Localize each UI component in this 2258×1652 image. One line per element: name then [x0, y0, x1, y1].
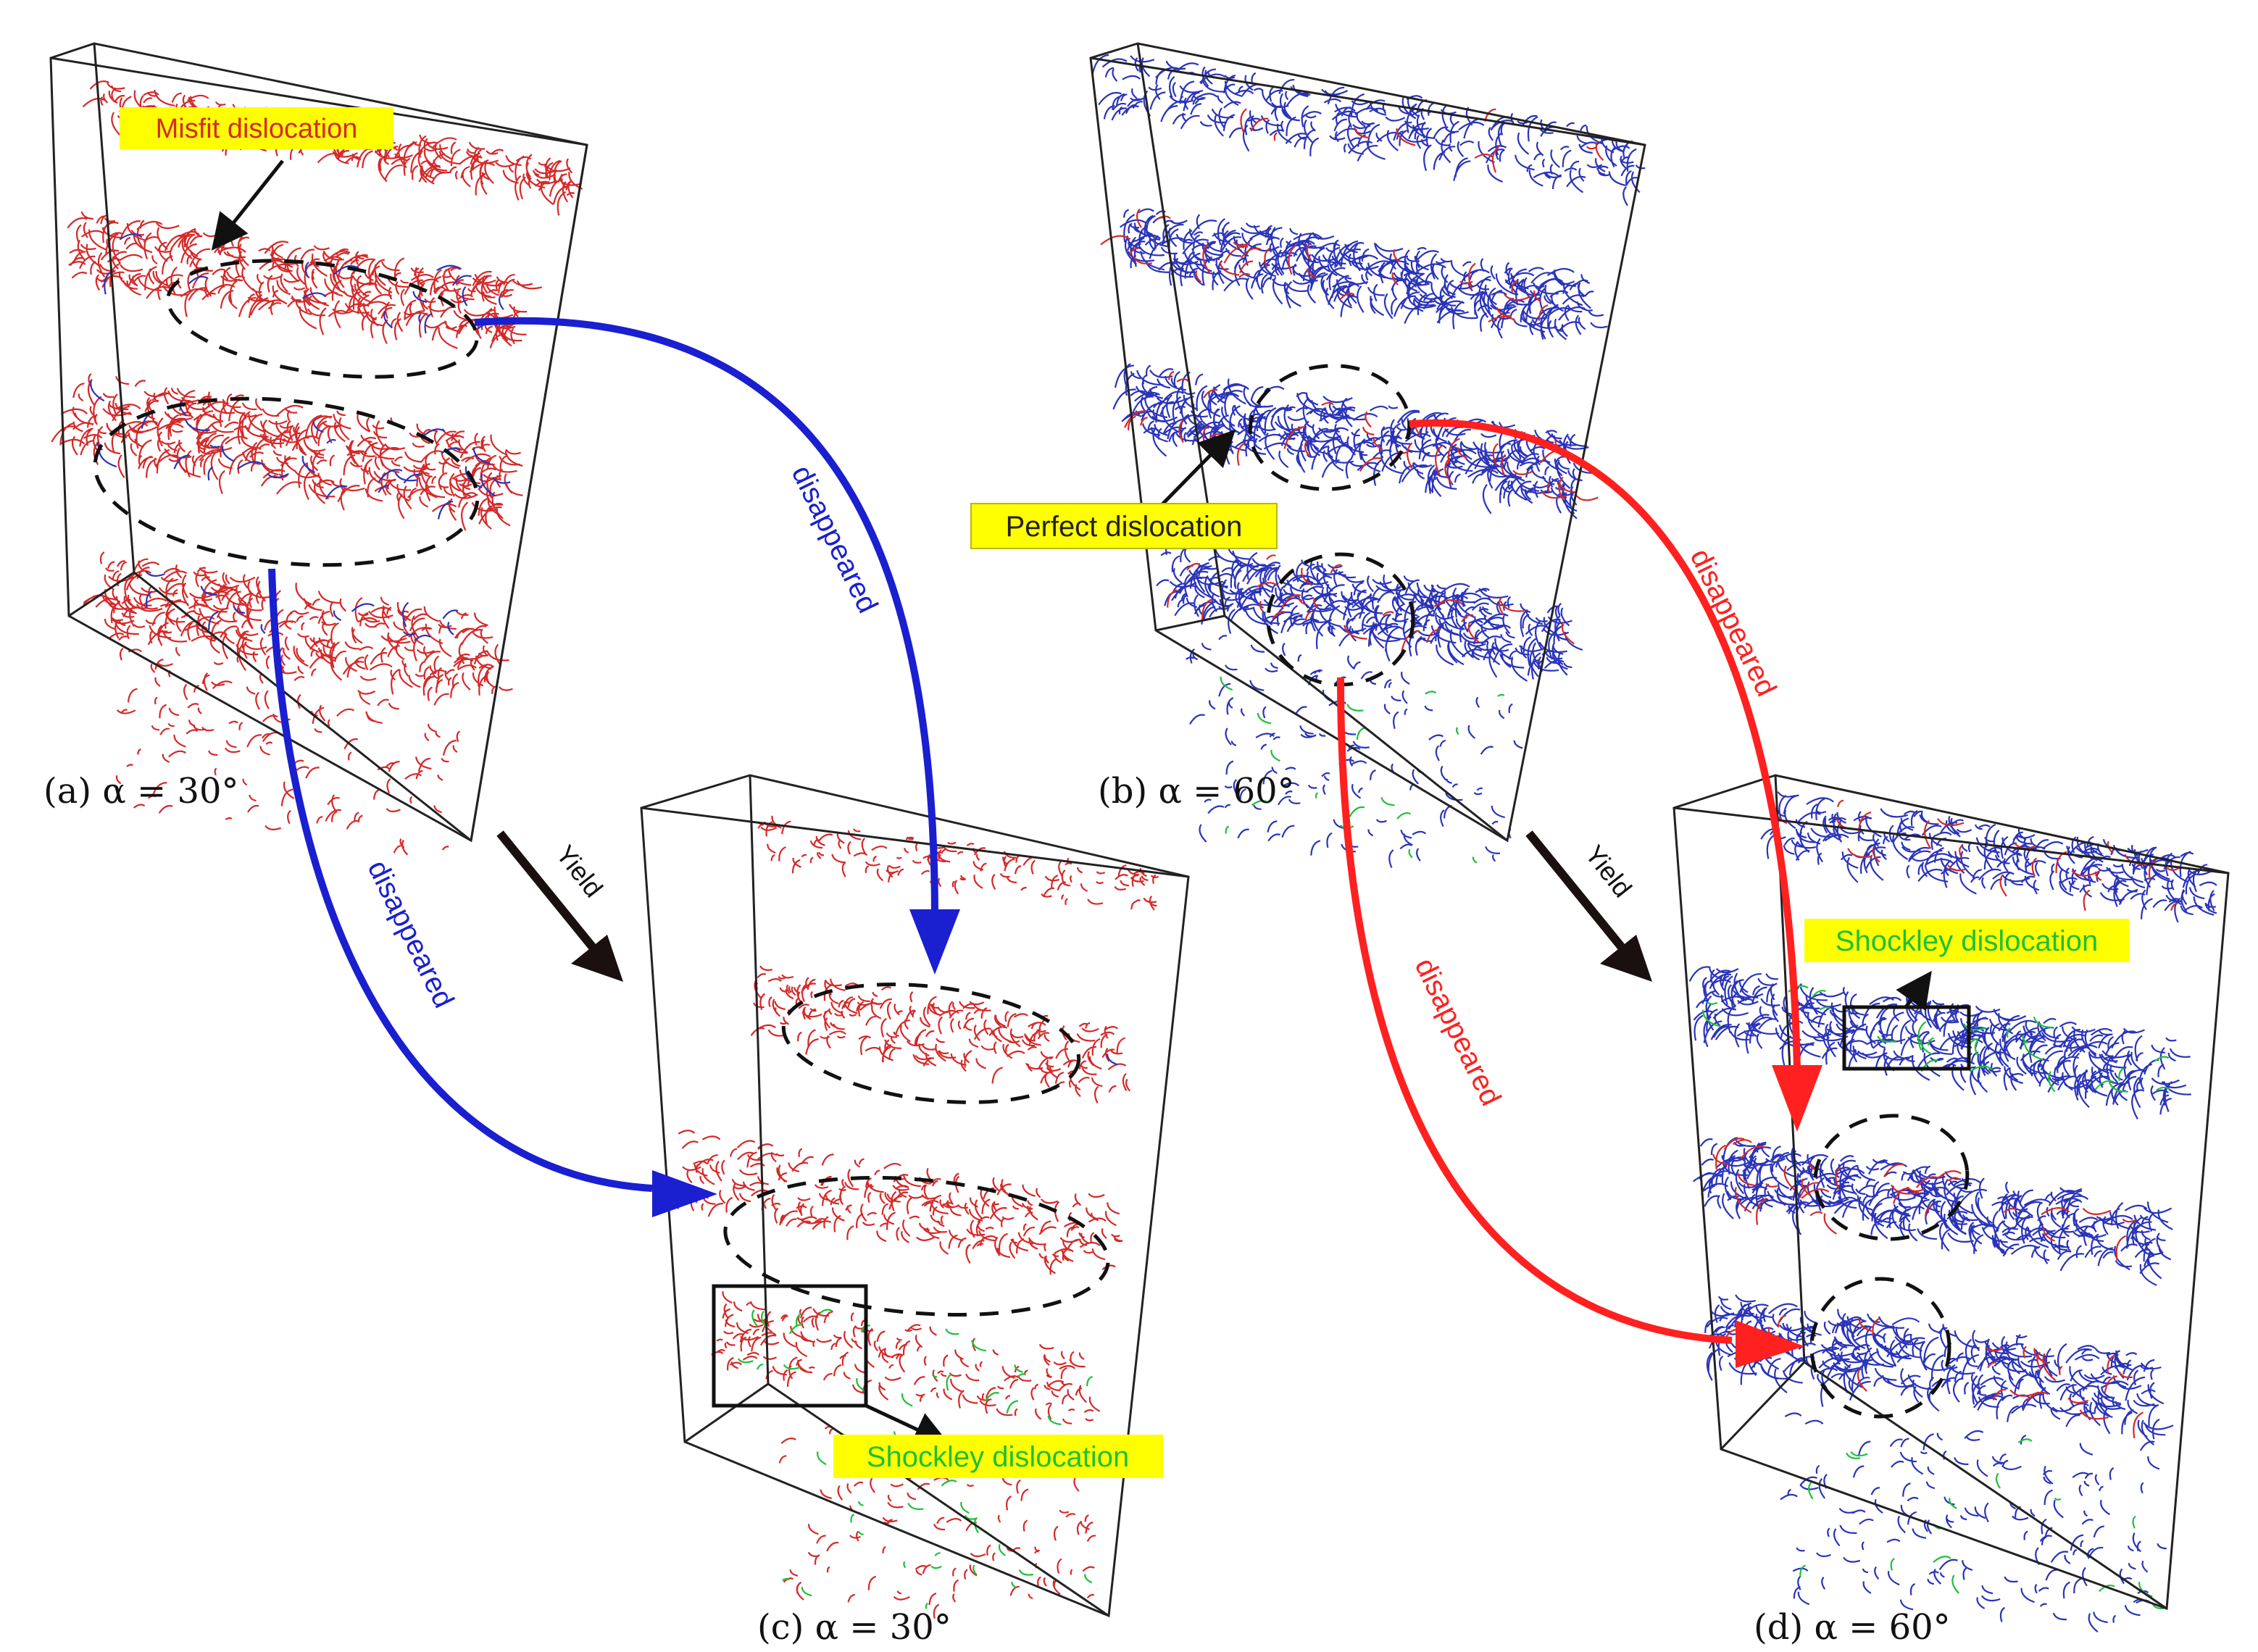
label-misfit-text: Misfit dislocation — [156, 114, 358, 144]
label-perfect-text: Perfect dislocation — [1006, 511, 1243, 543]
red-arrow-bottom — [1337, 677, 1804, 1368]
texture-b-l2 — [1112, 363, 1599, 520]
texture-a-l3 — [83, 551, 513, 696]
label-shockley-d-text: Shockley dislocation — [1836, 925, 2098, 957]
label-shockley-d: Shockley dislocation — [1804, 919, 2129, 962]
texture-b-top — [1091, 54, 1646, 206]
texture-a-base — [109, 612, 461, 856]
yield-arrow-right — [1525, 830, 1652, 982]
blue-arrow-top — [474, 317, 960, 975]
yield-label-left: Yield — [550, 840, 609, 903]
texture-b-base — [1185, 635, 1523, 869]
red-arrow-top — [1409, 419, 1822, 1132]
dislocation-texture-layer — [51, 54, 2217, 1633]
caption-panel-b: (b) α = 60° — [1098, 771, 1295, 812]
texture-d-l2 — [1692, 1137, 2173, 1286]
panel-a-box — [49, 42, 588, 843]
label-perfect-dislocation: Perfect dislocation — [970, 503, 1278, 549]
texture-c-l2 — [673, 1130, 1123, 1275]
texture-d-top — [1760, 791, 2217, 923]
texture-d-l3 — [1704, 1294, 2174, 1446]
texture-a-l2 — [51, 372, 523, 531]
disappeared-label-red-right: disappeared — [1684, 544, 1783, 701]
texture-c-l3 — [711, 1291, 1101, 1425]
disappeared-label-red-left: disappeared — [1409, 954, 1507, 1111]
caption-panel-d: (d) α = 60° — [1754, 1607, 1951, 1648]
texture-d-base — [1780, 1412, 2167, 1633]
caption-panel-c: (c) α = 30° — [757, 1607, 951, 1648]
caption-panel-a: (a) α = 30° — [43, 771, 239, 812]
disappeared-label-blue-top: disappeared — [786, 461, 884, 618]
yield-arrow-left — [496, 830, 623, 982]
label-shockley-c: Shockley dislocation — [833, 1435, 1163, 1478]
texture-d-l1 — [1688, 966, 2191, 1119]
texture-c-l1 — [750, 965, 1131, 1104]
disappeared-label-blue-bottom: disappeared — [362, 856, 460, 1013]
texture-b-l3 — [1156, 537, 1583, 682]
label-shockley-c-text: Shockley dislocation — [867, 1441, 1129, 1473]
panel-c-box — [640, 774, 1190, 1618]
texture-a-l1 — [67, 211, 543, 349]
texture-b-l1 — [1100, 208, 1608, 341]
blue-arrow-bottom — [268, 568, 717, 1217]
dashed-ellipses — [93, 259, 1970, 1419]
yield-label-right: Yield — [1579, 840, 1638, 903]
label-misfit-dislocation: Misfit dislocation — [120, 107, 393, 149]
